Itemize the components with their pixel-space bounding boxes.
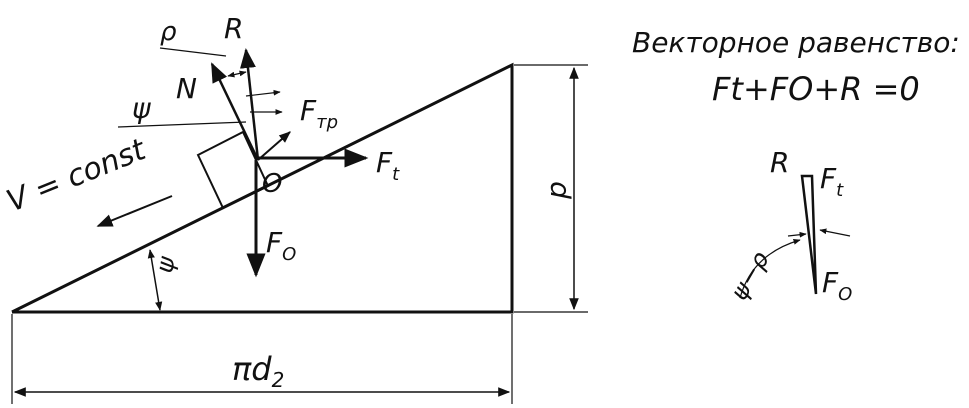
- label-F-o: FO: [266, 226, 296, 265]
- block-on-incline: [196, 130, 270, 210]
- label-v-const: V = const: [2, 132, 152, 220]
- angle-psi-marker: [245, 89, 281, 97]
- vector-triangle-angle-marker: [787, 231, 807, 238]
- label-psi: ψ: [132, 92, 151, 125]
- label-F-tr: Fтр: [300, 94, 338, 133]
- triangle-label-F-o: FO: [822, 266, 852, 305]
- equation-title: Векторное равенство:: [632, 26, 960, 59]
- angle-rho-marker: [227, 70, 247, 78]
- velocity-arrow: [96, 195, 173, 227]
- rho-reference-line: [159, 47, 227, 57]
- label-F-t: Ft: [376, 146, 400, 185]
- vector-triangle: [800, 174, 818, 295]
- triangle-label-F-t: Ft: [820, 162, 844, 201]
- angle-psi-arc: [147, 249, 163, 311]
- equation-text: Ft+FO+R =0: [712, 70, 920, 108]
- label-N: N: [176, 72, 197, 105]
- label-pi-d: πd2: [232, 350, 284, 392]
- label-psi-angle: ψ: [150, 253, 181, 275]
- triangle-label-R: R: [770, 146, 789, 179]
- label-O: O: [262, 169, 282, 199]
- label-R: R: [224, 12, 243, 45]
- vector-R: [239, 48, 260, 161]
- vector-triangle-angle-arc: [739, 239, 801, 299]
- psi-reference-line: [117, 121, 247, 128]
- vector-N: [210, 62, 260, 161]
- vector-F-tr: [257, 131, 291, 161]
- vector-triangle-angle-marker-2: [819, 228, 851, 237]
- label-p: p: [540, 181, 573, 200]
- label-rho: ρ: [160, 17, 177, 47]
